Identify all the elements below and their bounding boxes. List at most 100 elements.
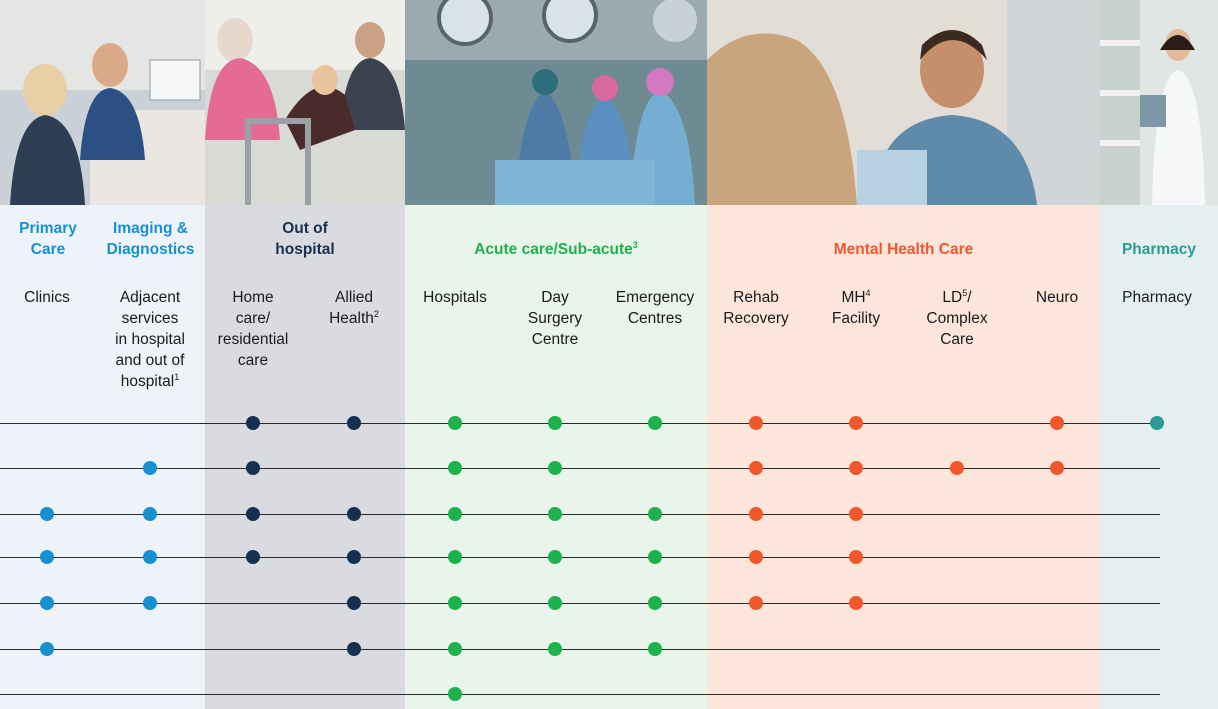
- column-label-ld-sup: 5: [962, 287, 968, 298]
- column-label-mh-sup: 4: [865, 287, 871, 298]
- coverage-dot-allied: [347, 550, 361, 564]
- coverage-dot-hospitals: [448, 550, 462, 564]
- coverage-row-line: [0, 514, 1160, 515]
- coverage-dot-mh: [849, 416, 863, 430]
- coverage-dot-adjacent: [143, 461, 157, 475]
- coverage-dot-allied: [347, 507, 361, 521]
- column-label-neuro-line: Neuro: [1035, 289, 1079, 306]
- group-acute-sup: 3: [632, 239, 638, 250]
- column-label-adjacent-line: hospital: [120, 373, 175, 390]
- group-acute-care: Acute care/Sub-acute3: [405, 239, 707, 260]
- column-label-homecare-line: residential: [217, 331, 289, 348]
- column-label-adjacent-line: services: [121, 310, 179, 327]
- group-pharmacy-title: Pharmacy: [1121, 241, 1197, 258]
- group-mental-title: Mental Health Care: [833, 241, 974, 258]
- coverage-dot-emergency: [648, 550, 662, 564]
- group-imaging-diagnostics: Imaging & Diagnostics: [96, 218, 205, 260]
- coverage-row-line: [0, 423, 1160, 424]
- column-label-adjacent-line: Adjacent: [119, 289, 181, 306]
- coverage-dot-daysurgery: [548, 550, 562, 564]
- coverage-row-line: [0, 694, 1160, 695]
- coverage-dot-emergency: [648, 642, 662, 656]
- coverage-dot-rehab: [749, 507, 763, 521]
- group-pharmacy: Pharmacy: [1100, 239, 1218, 260]
- group-imaging-line1: Imaging &: [113, 220, 188, 237]
- coverage-dot-rehab: [749, 416, 763, 430]
- coverage-dot-homecare: [246, 416, 260, 430]
- group-ooh-line2: hospital: [275, 241, 335, 258]
- group-mental-health: Mental Health Care: [707, 239, 1100, 260]
- coverage-dot-hospitals: [448, 642, 462, 656]
- column-label-adjacent-sup: 1: [174, 371, 180, 382]
- coverage-dot-clinics: [40, 596, 54, 610]
- group-acute-title: Acute care/Sub-acute: [474, 241, 633, 258]
- coverage-dot-mh: [849, 596, 863, 610]
- coverage-row-line: [0, 557, 1160, 558]
- column-label-daysurgery-line: Surgery: [527, 310, 583, 327]
- column-label-pharmacy: Pharmacy: [1105, 287, 1209, 308]
- column-label-homecare-line: Home: [232, 289, 274, 306]
- column-label-ld-line: LD: [942, 289, 963, 306]
- coverage-dot-neuro: [1050, 416, 1064, 430]
- coverage-dot-emergency: [648, 416, 662, 430]
- coverage-dot-daysurgery: [548, 596, 562, 610]
- coverage-dot-rehab: [749, 461, 763, 475]
- group-primary-care-line1: Primary: [19, 220, 77, 237]
- column-label-hospitals-line: Hospitals: [423, 289, 487, 306]
- coverage-dot-adjacent: [143, 550, 157, 564]
- column-label-mh-line: MH: [841, 289, 866, 306]
- column-label-neuro: Neuro: [1005, 287, 1109, 308]
- coverage-dot-allied: [347, 416, 361, 430]
- column-label-daysurgery-line: Centre: [531, 331, 579, 348]
- column-label-rehab-line: Rehab: [733, 289, 779, 306]
- coverage-dot-daysurgery: [548, 461, 562, 475]
- coverage-dot-allied: [347, 642, 361, 656]
- column-label-allied-line: Allied: [335, 289, 373, 306]
- coverage-row-line: [0, 649, 1160, 650]
- column-label-ld-line: Complex: [926, 310, 988, 327]
- coverage-dot-adjacent: [143, 507, 157, 521]
- out-of-hospital-photo: [205, 0, 405, 205]
- coverage-dot-ld: [950, 461, 964, 475]
- coverage-dot-emergency: [648, 596, 662, 610]
- coverage-dot-pharmacy: [1150, 416, 1164, 430]
- coverage-dot-hospitals: [448, 687, 462, 701]
- coverage-dot-clinics: [40, 642, 54, 656]
- coverage-dot-hospitals: [448, 507, 462, 521]
- group-imaging-line2: Diagnostics: [106, 241, 195, 258]
- primary-care-photo: [0, 0, 205, 205]
- coverage-dot-homecare: [246, 550, 260, 564]
- column-label-mh-line: Facility: [831, 310, 881, 327]
- column-label-adjacent-line: in hospital: [115, 331, 185, 348]
- coverage-dot-daysurgery: [548, 642, 562, 656]
- column-label-ld-suffix: /: [967, 289, 972, 306]
- coverage-dot-mh: [849, 550, 863, 564]
- coverage-dot-hospitals: [448, 596, 462, 610]
- column-label-pharmacy-line: Pharmacy: [1122, 289, 1192, 306]
- coverage-row-line: [0, 468, 1160, 469]
- coverage-dot-daysurgery: [548, 507, 562, 521]
- coverage-dot-hospitals: [448, 416, 462, 430]
- group-primary-care: Primary Care: [0, 218, 96, 260]
- coverage-dot-homecare: [246, 507, 260, 521]
- mental-health-photo: [707, 0, 1100, 205]
- column-label-clinics: Clinics: [0, 287, 99, 308]
- coverage-dot-daysurgery: [548, 416, 562, 430]
- coverage-dot-clinics: [40, 550, 54, 564]
- column-label-daysurgery-line: Day: [541, 289, 569, 306]
- group-primary-care-line2: Care: [30, 241, 66, 258]
- coverage-dot-rehab: [749, 596, 763, 610]
- column-label-homecare-line: care: [237, 352, 269, 369]
- pharmacy-photo: [1100, 0, 1218, 205]
- column-label-hospitals: Hospitals: [403, 287, 507, 308]
- coverage-dot-adjacent: [143, 596, 157, 610]
- coverage-dot-homecare: [246, 461, 260, 475]
